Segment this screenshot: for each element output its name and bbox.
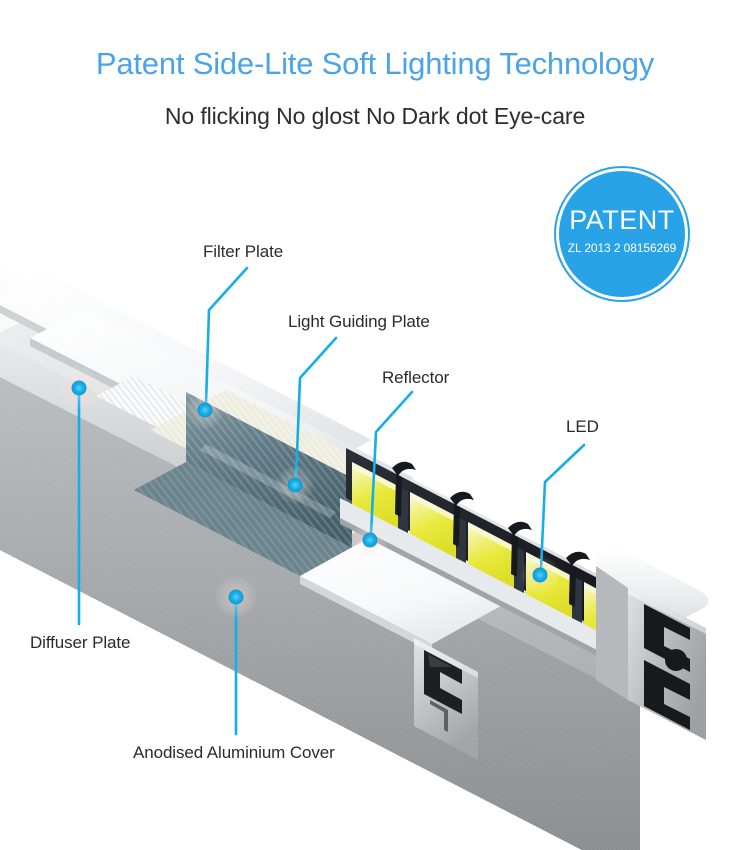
light-guide-panel-texture: [186, 392, 352, 548]
far-end-channels: [644, 604, 690, 730]
near-end-channels: [424, 650, 462, 732]
led-mount-ledge: [340, 498, 640, 674]
callout-label-led: LED: [566, 417, 599, 436]
near-end-cap: [414, 638, 478, 760]
callout-leaders: [77, 266, 586, 736]
far-end-cap: [596, 549, 709, 740]
patent-badge-number: ZL 2013 2 08156269: [567, 241, 677, 255]
callout-label-anodised-aluminium-cover: Anodised Aluminium Cover: [133, 743, 335, 762]
dot-reflector: [362, 532, 378, 548]
dot-anodised-cover: [228, 589, 244, 605]
light-guide-lower-texture: [134, 462, 352, 576]
dot-led: [532, 567, 548, 583]
dot-diffuser-plate: [71, 380, 87, 396]
led-mount-ledge-shadow: [340, 518, 640, 678]
dot-light-guiding-plate: [287, 477, 303, 493]
patent-badge-word: PATENT: [569, 205, 675, 235]
far-end-edge-highlight: [628, 588, 706, 634]
led-chip: [410, 492, 456, 558]
callout-label-diffuser-plate: Diffuser Plate: [30, 633, 131, 652]
callout-label-light-guiding-plate: Light Guiding Plate: [288, 312, 430, 331]
reflector-face: [300, 534, 508, 644]
led-clips: [392, 461, 590, 607]
callout-label-filter-plate: Filter Plate: [203, 242, 284, 261]
patent-badge: PATENT ZL 2013 2 08156269: [556, 168, 688, 300]
led-chip-highlight: [410, 492, 456, 522]
page-subtitle: No flicking No glost No Dark dot Eye-car…: [164, 103, 586, 129]
far-end-side: [596, 566, 628, 700]
led-chip: [468, 522, 514, 588]
callout-dots: [71, 380, 548, 605]
page-title: Patent Side-Lite Soft Lighting Technolog…: [95, 46, 655, 81]
leader-led: [539, 443, 586, 571]
reflector-edge: [300, 576, 432, 652]
callout-label-reflector: Reflector: [382, 368, 450, 387]
leader-filter-plate: [204, 266, 249, 406]
near-end-highlight: [414, 638, 478, 678]
leader-reflector: [369, 390, 414, 536]
led-chip-highlight: [468, 522, 514, 552]
patent-badge-ring: [556, 168, 688, 300]
led-chip: [352, 462, 398, 528]
dot-filter-plate: [197, 402, 213, 418]
leader-light-guiding-plate: [294, 336, 338, 481]
